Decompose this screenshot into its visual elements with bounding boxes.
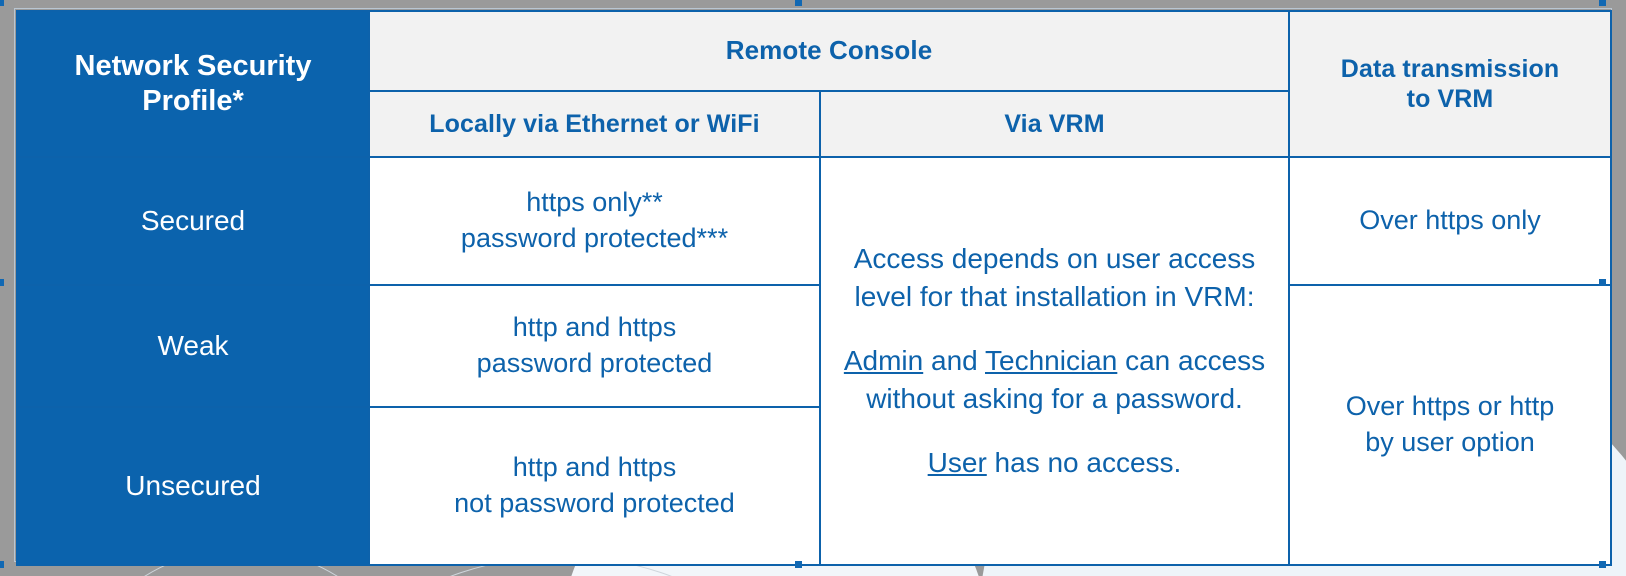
header-profile-line-1: Network Security [74, 49, 312, 82]
header-cell-profile[interactable]: Network Security Profile* [16, 10, 370, 158]
network-security-profile-table[interactable]: Network Security Profile* Remote Console… [16, 10, 1613, 566]
selection-handle-top-left[interactable] [0, 0, 4, 6]
selection-handle-middle-left[interactable] [0, 279, 4, 286]
cell-data-secured[interactable]: Over https only [1288, 156, 1613, 286]
cell-local-weak-line-2: password protected [476, 348, 713, 378]
header-data-line-2: to VRM [1406, 85, 1494, 113]
cell-local-secured-line-2: password protected*** [460, 223, 729, 253]
cell-local-unsecured[interactable]: http and https not password protected [368, 406, 821, 566]
cell-local-secured[interactable]: https only** password protected*** [368, 156, 821, 286]
cell-local-secured-line-1: https only** [526, 187, 663, 218]
cell-data-weak-line-1: Over https or http [1345, 391, 1555, 422]
vrm-role-technician: Technician [985, 344, 1118, 376]
cell-local-unsecured-line-1: http and https [512, 452, 677, 483]
header-data-line-1: Data transmission [1340, 55, 1560, 83]
selection-handle-top-right[interactable] [1599, 0, 1606, 6]
vrm-rule-line-1: Admin and Technician can access [821, 342, 1288, 380]
cell-local-unsecured-line-2: not password protected [454, 488, 735, 518]
selection-handle-middle-right[interactable] [1599, 279, 1606, 286]
cell-local-weak[interactable]: http and https password protected [368, 284, 821, 408]
header-cell-via-vrm[interactable]: Via VRM [818, 90, 1291, 158]
vrm-spacer-1 [821, 316, 1288, 342]
vrm-intro-line-1: Access depends on user access [853, 242, 1256, 274]
cell-profile-unsecured[interactable]: Unsecured [16, 406, 370, 566]
table-header-row-1: Network Security Profile* Remote Console… [16, 10, 1613, 158]
header-profile-line-2: Profile* [142, 85, 244, 117]
cell-data-weak-line-2: by user option [1365, 427, 1535, 457]
header-cell-remote-console[interactable]: Remote Console [367, 10, 1291, 92]
cell-data-weak-unsecured[interactable]: Over https or http by user option [1288, 284, 1613, 566]
table-row-weak: Weak http and https password protected O… [16, 284, 1613, 566]
selection-handle-top-center[interactable] [795, 0, 802, 6]
vrm-role-user: User [927, 447, 987, 479]
selection-handle-bottom-right[interactable] [1599, 561, 1606, 568]
vrm-intro-line-2: level for that installation in VRM: [854, 280, 1255, 312]
cell-local-weak-line-1: http and https [512, 312, 677, 343]
header-cell-data-transmission[interactable]: Data transmission to VRM [1288, 10, 1613, 158]
vrm-spacer-2 [821, 418, 1288, 444]
vrm-rule-line-2: without asking for a password. [866, 383, 1243, 415]
vrm-user-tail: has no access. [986, 447, 1182, 479]
cell-via-vrm-access-rules[interactable]: Access depends on user access level for … [818, 156, 1291, 566]
vrm-user-line: User has no access. [821, 444, 1288, 482]
selection-handle-bottom-left[interactable] [0, 561, 4, 568]
vrm-rule-tail: can access [1117, 344, 1266, 376]
table-row-unsecured: Unsecured http and https not password pr… [16, 406, 1611, 566]
table-header-row-2: Locally via Ethernet or WiFi Via VRM [17, 90, 1611, 158]
vrm-rule-conjunction: and [923, 344, 985, 376]
header-cell-local-access[interactable]: Locally via Ethernet or WiFi [368, 90, 821, 158]
cell-profile-weak[interactable]: Weak [16, 284, 370, 408]
cell-profile-secured[interactable]: Secured [16, 156, 370, 286]
vrm-role-admin: Admin [843, 344, 924, 376]
selection-handle-bottom-center[interactable] [795, 561, 802, 568]
table-row-secured: Secured https only** password protected*… [16, 156, 1613, 566]
